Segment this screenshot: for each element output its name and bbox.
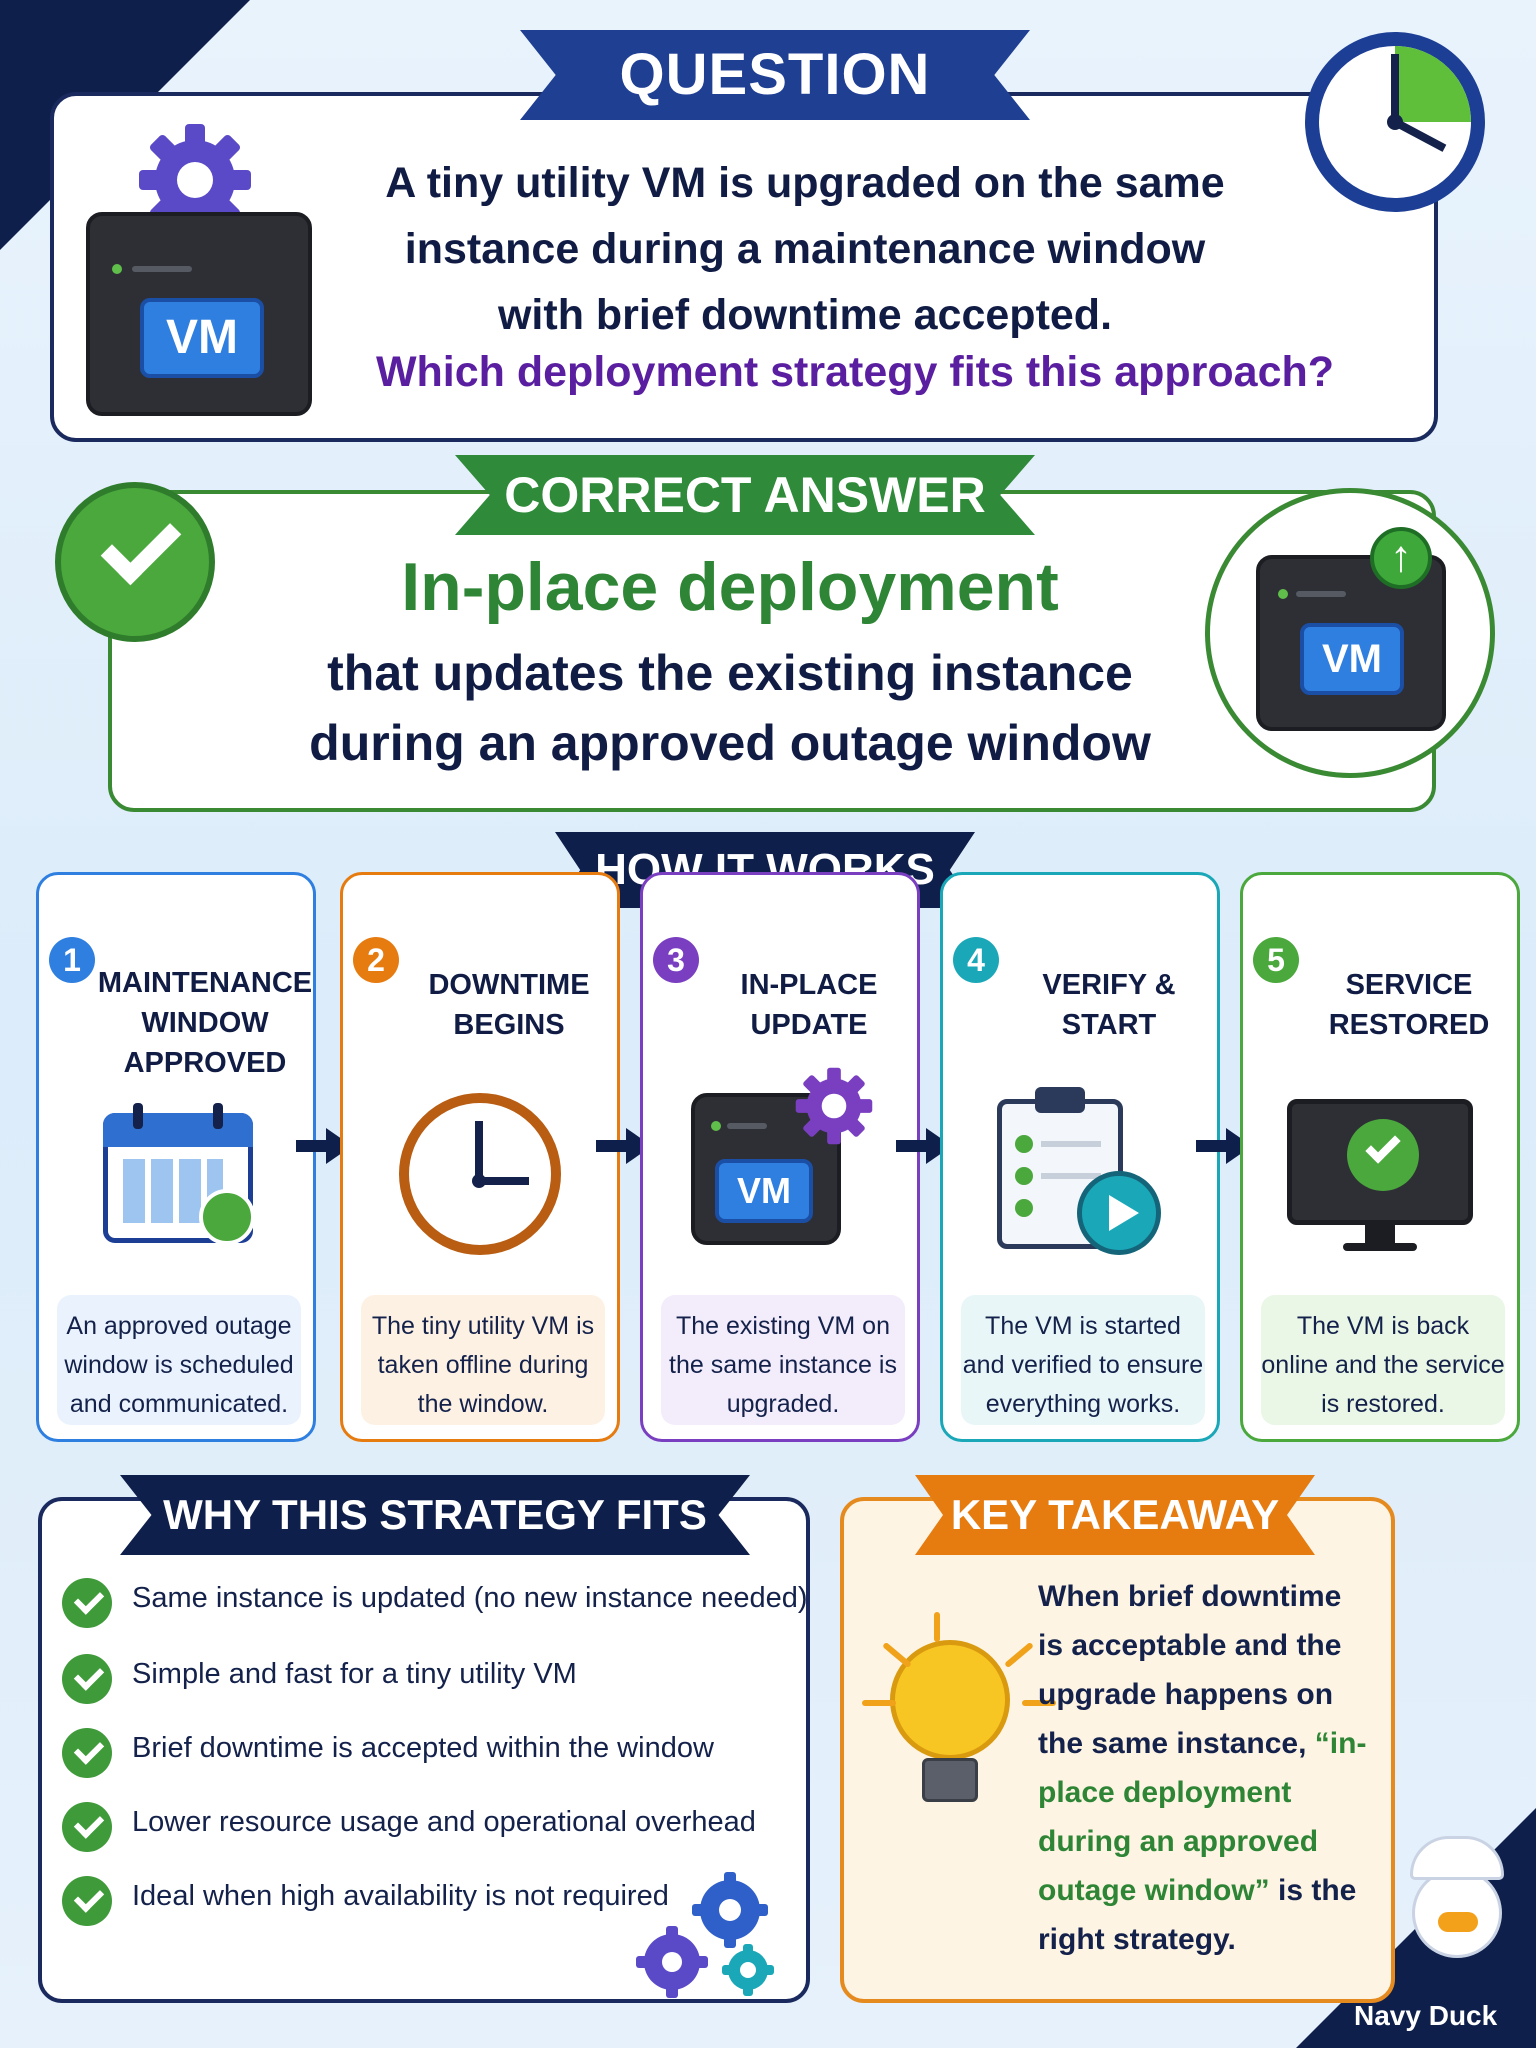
question-prompt: Which deployment strategy fits this appr… xyxy=(375,348,1335,396)
step-card-4: 4 VERIFY & START The VM is started and v… xyxy=(940,872,1220,1442)
check-icon xyxy=(62,1802,112,1852)
monitor-check-icon xyxy=(1287,1099,1473,1259)
question-text: A tiny utility VM is upgraded on the sam… xyxy=(385,159,1225,339)
vm-upgrade-icon: VM ↑ xyxy=(1205,488,1495,778)
step-number: 4 xyxy=(953,937,999,983)
step-number: 5 xyxy=(1253,937,1299,983)
vm-label: VM xyxy=(715,1159,813,1223)
takeaway-text: When brief downtime is acceptable and th… xyxy=(1038,1580,1367,1956)
answer-subtitle: that updates the existing instance durin… xyxy=(309,645,1151,771)
up-arrow-icon: ↑ xyxy=(1370,527,1432,589)
vm-label: VM xyxy=(1300,623,1404,695)
step-title: IN-PLACE UPDATE xyxy=(740,969,878,1041)
vm-server-icon: VM xyxy=(86,212,312,416)
step-number: 3 xyxy=(653,937,699,983)
takeaway-banner: KEY TAKEAWAY xyxy=(915,1475,1315,1555)
step-number: 2 xyxy=(353,937,399,983)
answer-banner: CORRECT ANSWER xyxy=(455,455,1035,535)
lightbulb-base xyxy=(922,1758,978,1802)
step-description: The existing VM on the same instance is … xyxy=(661,1295,905,1425)
clipboard-play-icon xyxy=(997,1085,1167,1255)
light-ray xyxy=(862,1700,896,1706)
sailor-hat-icon xyxy=(1410,1836,1504,1880)
why-banner: WHY THIS STRATEGY FITS xyxy=(120,1475,750,1555)
light-ray xyxy=(1022,1700,1056,1706)
step-description: The tiny utility VM is taken offline dur… xyxy=(361,1295,605,1425)
check-icon xyxy=(62,1728,112,1778)
step-card-2: 2 DOWNTIME BEGINS The tiny utility VM is… xyxy=(340,872,620,1442)
list-item: Same instance is updated (no new instanc… xyxy=(62,1572,808,1632)
duck-beak-icon xyxy=(1438,1912,1478,1932)
calendar-check-icon xyxy=(103,1103,255,1245)
brand-name: Navy Duck xyxy=(1354,2000,1498,2031)
step-description: An approved outage window is scheduled a… xyxy=(57,1295,301,1425)
light-ray xyxy=(934,1612,940,1642)
step-number: 1 xyxy=(49,937,95,983)
question-banner: QUESTION xyxy=(520,30,1030,120)
check-icon xyxy=(55,482,215,642)
step-card-5: 5 SERVICE RESTORED The VM is back online… xyxy=(1240,872,1520,1442)
vm-label: VM xyxy=(140,298,264,378)
step-title: MAINTENANCE WINDOW APPROVED xyxy=(97,967,313,1079)
list-item: Lower resource usage and operational ove… xyxy=(62,1796,792,1856)
gears-icon xyxy=(630,1870,780,2000)
clock-icon xyxy=(399,1093,561,1255)
step-card-1: 1 MAINTENANCE WINDOW APPROVED An approve… xyxy=(36,872,316,1442)
list-item: Brief downtime is accepted within the wi… xyxy=(62,1722,792,1782)
answer-title: In-place deployment xyxy=(401,549,1059,625)
gear-icon xyxy=(135,120,255,240)
step-description: The VM is back online and the service is… xyxy=(1261,1295,1505,1425)
list-item: Simple and fast for a tiny utility VM xyxy=(62,1648,792,1708)
lightbulb-icon xyxy=(890,1640,1010,1760)
why-card xyxy=(38,1497,810,2003)
check-icon xyxy=(62,1876,112,1926)
list-item: Ideal when high availability is not requ… xyxy=(62,1870,792,1930)
clock-icon xyxy=(1305,32,1485,212)
gear-icon xyxy=(793,1065,875,1147)
step-title: SERVICE RESTORED xyxy=(1328,969,1490,1041)
step-card-3: 3 IN-PLACE UPDATE VM The existing VM on … xyxy=(640,872,920,1442)
check-icon xyxy=(62,1578,112,1628)
check-icon xyxy=(62,1654,112,1704)
step-description: The VM is started and verified to ensure… xyxy=(961,1295,1205,1425)
step-title: DOWNTIME BEGINS xyxy=(428,969,590,1041)
step-title: VERIFY & START xyxy=(1042,969,1176,1041)
